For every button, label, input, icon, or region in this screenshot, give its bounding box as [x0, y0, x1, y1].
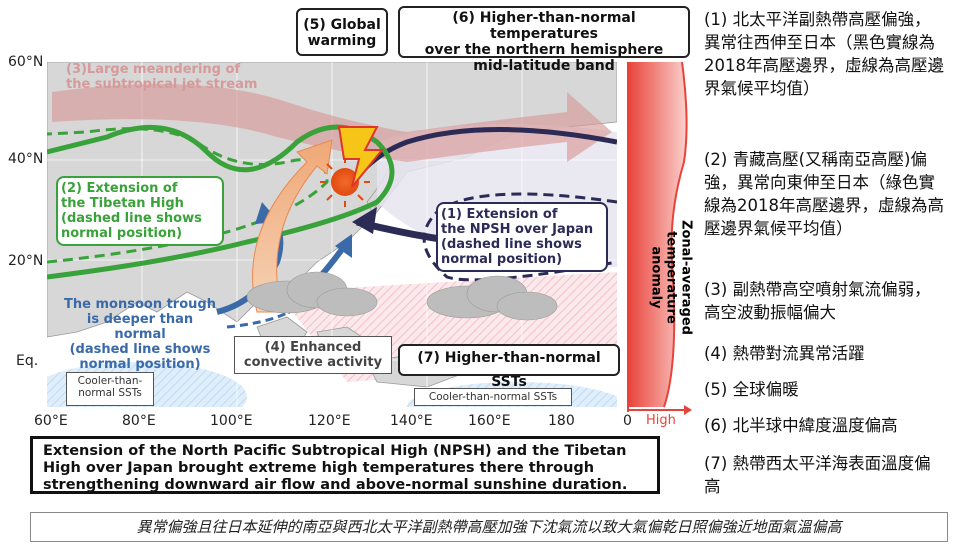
- lon-label-80e: 80°E: [122, 413, 156, 429]
- side-item-7: (7) 熱帶西太平洋海表面溫度偏高: [704, 454, 931, 496]
- jet-stream-label: (3)Large meandering of the subtropical j…: [66, 62, 258, 92]
- lat-label-40n: 40°N: [8, 151, 44, 167]
- lon-label-180: 180: [548, 413, 575, 429]
- lon-label-120e: 120°E: [308, 413, 351, 429]
- anomaly-panel: [624, 61, 694, 415]
- main-caption: Extension of the North Pacific Subtropic…: [30, 436, 660, 494]
- lon-label-160e: 160°E: [468, 413, 511, 429]
- global-warming-box: (5) Global warming: [296, 8, 388, 56]
- lat-label-60n: 60°N: [8, 54, 44, 70]
- side-item-5: (5) 全球偏暖: [704, 380, 799, 399]
- higher-temps-box: (6) Higher-than-normal temperatures over…: [398, 6, 690, 74]
- monsoon-label: The monsoon trough is deeper than normal…: [64, 297, 216, 372]
- lon-label-zero: 0: [623, 413, 632, 429]
- lon-label-60e: 60°E: [34, 413, 68, 429]
- ssts-box: (7) Higher-than-normal SSTs: [398, 344, 620, 390]
- tibetan-high-label: (2) Extension of the Tibetan High (dashe…: [56, 176, 224, 246]
- side-item-6: (6) 北半球中緯度溫度偏高: [704, 416, 898, 435]
- side-item-3: (3) 副熱帶高空噴射氣流偏弱，高空波動振幅偏大: [704, 280, 931, 322]
- anomaly-graphic: [627, 61, 692, 415]
- cooler-sst-left: Cooler-than- normal SSTs: [66, 372, 154, 406]
- anomaly-axis-label: Zonal-averaged temperature anomaly: [648, 220, 694, 335]
- lon-label-100e: 100°E: [210, 413, 253, 429]
- anomaly-high-label: High: [646, 413, 676, 428]
- side-item-1: (1) 北太平洋副熱帶高壓偏強，異常往西伸至日本（黑色實線為2018年高壓邊界，…: [704, 10, 944, 98]
- side-item-4: (4) 熱帶對流異常活躍: [704, 344, 865, 363]
- chinese-summary: 異常偏強且往日本延伸的南亞與西北太平洋副熱帶高壓加強下沈氣流以致大氣偏乾日照偏強…: [30, 512, 948, 542]
- cooler-sst-right: Cooler-than-normal SSTs: [414, 388, 572, 406]
- lat-label-eq: Eq.: [16, 353, 39, 369]
- convective-label: (4) Enhanced convective activity: [234, 336, 392, 374]
- side-item-2: (2) 青藏高壓(又稱南亞高壓)偏強，異常向東伸至日本（綠色實線為2018年高壓…: [704, 150, 944, 238]
- lat-label-20n: 20°N: [8, 253, 44, 269]
- lon-label-140e: 140°E: [390, 413, 433, 429]
- npsh-label: (1) Extension of the NPSH over Japan (da…: [436, 202, 608, 272]
